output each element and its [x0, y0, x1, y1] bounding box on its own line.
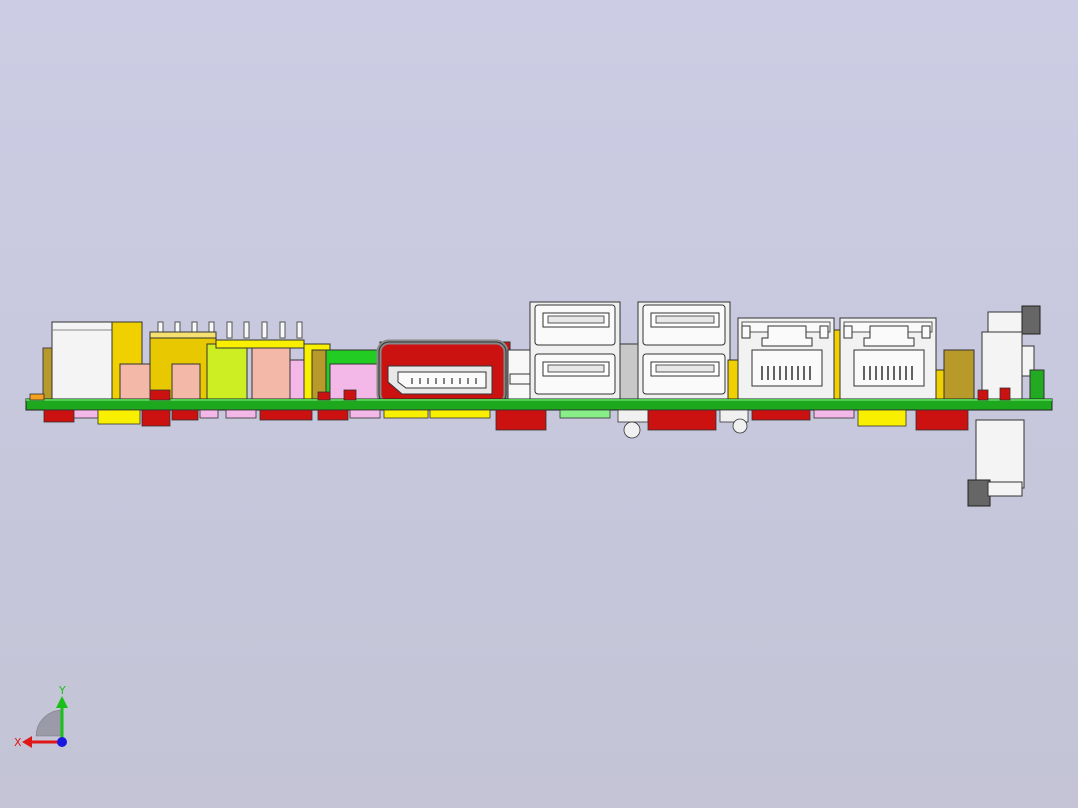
dual-usb-stack-right: [637, 301, 739, 401]
underside-components: [43, 409, 969, 439]
rj45-jack-right: [839, 317, 945, 401]
y-axis-arrow: [56, 696, 68, 708]
x-axis-arrow: [22, 736, 32, 748]
z-axis-dot: [57, 737, 67, 747]
y-axis-label: Y: [58, 684, 66, 697]
usb-type-b-connector: [42, 321, 151, 401]
dual-usb-stack-left: [529, 301, 639, 401]
inductor-block: [943, 349, 975, 401]
electrolytic-capacitors: [149, 321, 381, 401]
triad-sector: [35, 709, 63, 737]
displayport-connector: [376, 339, 531, 407]
pcb-board-highlight: [26, 399, 1052, 401]
axis-triad: Y X: [14, 684, 68, 749]
topside-smd-details: [29, 387, 1011, 401]
x-axis-label: X: [14, 736, 22, 749]
edge-latch-connector: [967, 305, 1045, 507]
rj45-jack-left: [737, 317, 845, 401]
